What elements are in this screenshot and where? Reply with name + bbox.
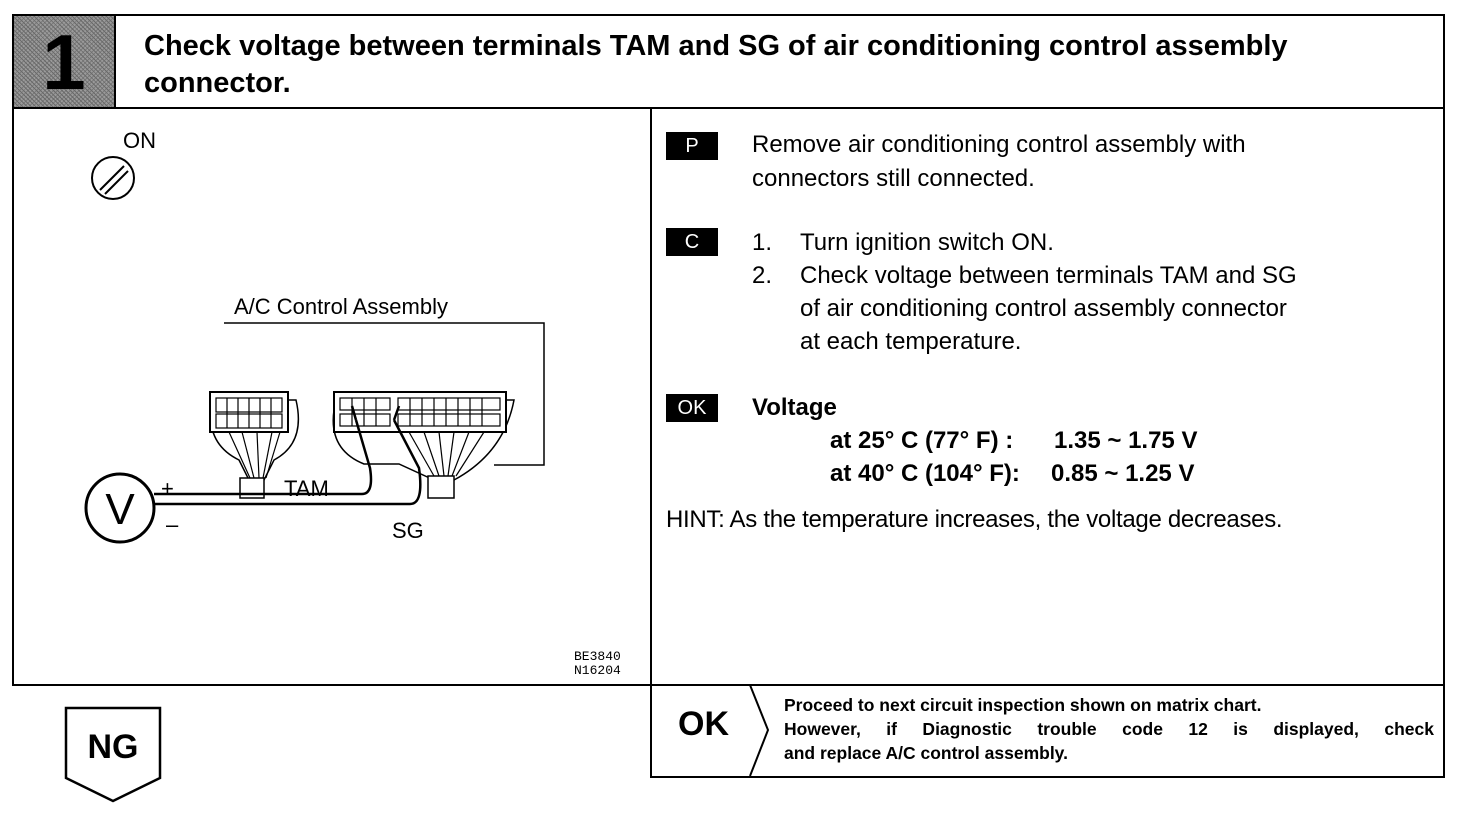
procedure-text-line1: Remove air conditioning control assembly…: [752, 131, 1246, 158]
ok-text-line3: and replace A/C control assembly.: [784, 743, 1068, 763]
hint-text: HINT: As the temperature increases, the …: [666, 506, 1283, 533]
spec-value-40c: 0.85 ~ 1.25 V: [1051, 460, 1195, 487]
ok-result-text: Proceed to next circuit inspection shown…: [784, 693, 1434, 765]
ng-result-arrow: NG: [64, 706, 162, 803]
check-step2-line2: of air conditioning control assembly con…: [800, 295, 1287, 322]
ok-spec-badge: OK: [666, 394, 718, 422]
plus-sign: +: [161, 476, 174, 501]
ng-result-label: NG: [88, 728, 139, 766]
ok-text-line2: However, if Diagnostic trouble code 12 i…: [784, 719, 1434, 739]
ok-result-box: OK Proceed to next circuit inspection sh…: [650, 685, 1445, 778]
ignition-switch-icon: [91, 156, 135, 200]
spec-condition-25c: at 25° C (77° F) :: [830, 427, 1014, 454]
check-step1-text: Turn ignition switch ON.: [800, 229, 1054, 256]
step-title: Check voltage between terminals TAM and …: [144, 30, 1288, 99]
ok-text-line1: Proceed to next circuit inspection shown…: [784, 695, 1262, 715]
figure-code-1: BE3840: [574, 649, 621, 664]
step-number: 1: [42, 18, 86, 106]
assembly-label: A/C Control Assembly: [234, 294, 448, 319]
connector-left-icon: [209, 391, 300, 499]
step-number-box: 1: [14, 16, 116, 107]
wiring-diagram: ON A/C Control Assembly: [84, 128, 621, 678]
check-step2-line3: at each temperature.: [800, 328, 1022, 355]
spec-condition-40c: at 40° C (104° F):: [830, 460, 1020, 487]
voltage-title: Voltage: [752, 394, 837, 421]
spec-value-25c: 1.35 ~ 1.75 V: [1054, 427, 1198, 454]
figure-code-2: N16204: [574, 663, 621, 678]
minus-sign: –: [166, 512, 179, 537]
switch-label: ON: [123, 128, 156, 153]
check-step1-number: 1.: [752, 229, 773, 256]
main-panel: ON A/C Control Assembly: [12, 108, 1445, 686]
step-header: 1 Check voltage between terminals TAM an…: [12, 14, 1445, 109]
terminal-tam-label: TAM: [284, 476, 329, 501]
connector-right-icon: [332, 391, 515, 499]
check-badge: C: [666, 228, 718, 256]
ok-arrow-icon: [749, 685, 770, 776]
probe-leads: [154, 405, 422, 506]
ok-result-label: OK: [678, 705, 729, 743]
procedure-badge: P: [666, 132, 718, 160]
voltmeter-icon: V: [84, 472, 156, 544]
panel-divider: [650, 108, 652, 684]
voltmeter-symbol: V: [105, 485, 135, 534]
check-step2-number: 2.: [752, 262, 773, 289]
terminal-sg-label: SG: [392, 518, 424, 543]
check-step2-line1: Check voltage between terminals TAM and …: [800, 262, 1297, 289]
procedure-text-line2: connectors still connected.: [752, 165, 1035, 192]
